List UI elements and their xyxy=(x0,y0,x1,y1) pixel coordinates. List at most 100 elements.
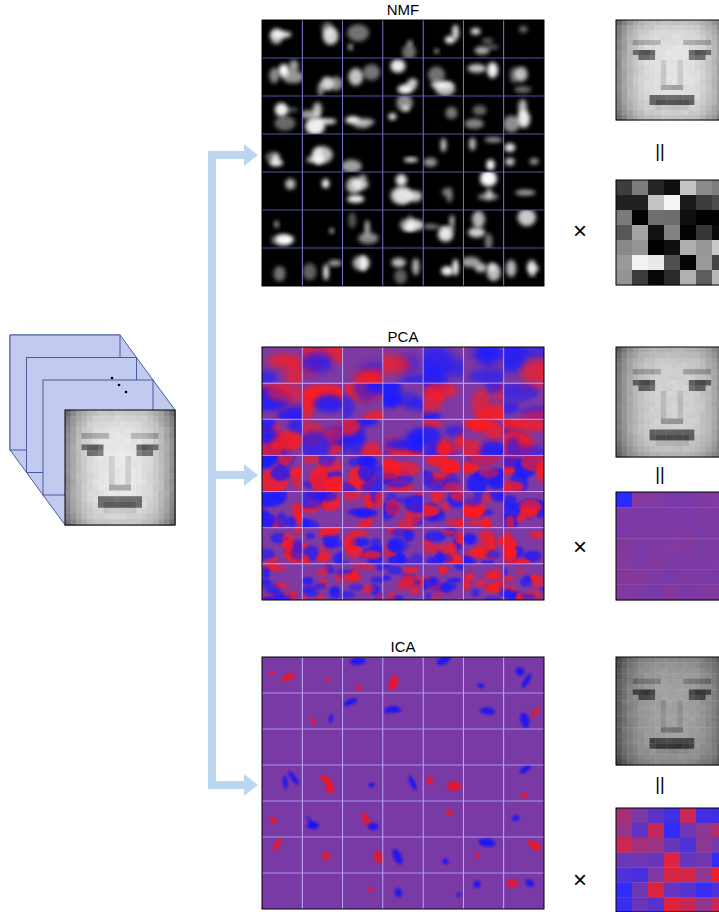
basis-blob xyxy=(489,568,502,578)
face-pixel xyxy=(666,25,672,30)
cell-ground xyxy=(302,172,342,210)
basis-blob xyxy=(504,481,524,492)
face-pixel xyxy=(700,353,706,359)
face-pixel xyxy=(65,479,71,485)
face-pixel xyxy=(700,358,706,364)
basis-blob xyxy=(529,531,544,539)
face-pixel xyxy=(661,386,667,392)
face-pixel xyxy=(104,450,110,456)
face-pixel xyxy=(622,386,628,392)
face-pixel xyxy=(93,422,99,428)
basis-blob xyxy=(318,455,336,466)
face-pixel xyxy=(98,416,104,422)
basis-cell xyxy=(302,801,342,837)
face-pixel xyxy=(153,422,159,428)
cell-ground xyxy=(262,134,302,172)
face-pixel xyxy=(672,65,678,70)
face-pixel xyxy=(65,439,71,445)
face-pixel xyxy=(638,105,644,110)
face-pixel xyxy=(694,65,700,70)
basis-cell xyxy=(262,383,302,419)
grid-line xyxy=(342,347,343,600)
basis-blob xyxy=(274,116,295,131)
basis-blob xyxy=(519,712,531,729)
face-pixel xyxy=(650,353,656,359)
ellipsis-dot xyxy=(111,377,114,380)
face-pixel xyxy=(689,364,695,370)
basis-blob xyxy=(324,678,330,683)
face-pixel xyxy=(109,502,115,508)
face-pixel xyxy=(655,40,661,45)
face-pixel xyxy=(689,397,695,403)
ellipsis-dot xyxy=(118,384,121,387)
face-pixel xyxy=(137,445,143,451)
face-pixel xyxy=(683,70,689,75)
basis-blob xyxy=(352,179,368,190)
face-pixel xyxy=(633,55,639,60)
basis-blob xyxy=(376,593,382,599)
face-pixel xyxy=(137,514,143,520)
face-pixel xyxy=(131,508,137,514)
face-pixel xyxy=(711,30,717,35)
face-pixel xyxy=(706,80,712,85)
face-pixel xyxy=(115,514,121,520)
face-pixel xyxy=(616,95,622,100)
basis-cell xyxy=(262,20,302,58)
face-pixel xyxy=(148,416,154,422)
face-pixel xyxy=(115,433,121,439)
face-pixel xyxy=(622,55,628,60)
face-pixel xyxy=(76,462,82,468)
basis-blob xyxy=(322,852,330,860)
face-pixel xyxy=(82,479,88,485)
basis-blob xyxy=(388,555,406,564)
face-pixel xyxy=(689,358,695,364)
grid-line xyxy=(463,657,464,909)
basis-blob xyxy=(302,455,320,464)
basis-blob xyxy=(383,355,411,374)
cell-ground xyxy=(343,248,383,286)
face-pixel xyxy=(678,75,684,80)
grid-line xyxy=(262,801,544,802)
face-pixel xyxy=(633,110,639,115)
basis-cell xyxy=(262,492,302,528)
basis-blob xyxy=(472,347,503,361)
face-pixel xyxy=(622,50,628,55)
basis-blob xyxy=(506,260,516,277)
face-pixel xyxy=(616,105,622,110)
basis-cell xyxy=(302,693,342,729)
face-pixel xyxy=(87,445,93,451)
basis-cell xyxy=(302,20,342,58)
face-pixel xyxy=(159,468,165,474)
face-pixel xyxy=(120,502,126,508)
face-pixel xyxy=(638,358,644,364)
basis-blob xyxy=(271,465,291,481)
face-pixel xyxy=(76,485,82,491)
face-pixel xyxy=(711,397,717,403)
face-pixel xyxy=(93,479,99,485)
face-pixel xyxy=(104,514,110,520)
grid-line xyxy=(262,383,544,384)
face-pixel xyxy=(65,462,71,468)
face-pixel xyxy=(87,508,93,514)
face-pixel xyxy=(711,358,717,364)
arrow-shaft xyxy=(208,151,216,789)
face-pixel xyxy=(148,514,154,520)
face-pixel xyxy=(622,25,628,30)
face-pixel xyxy=(115,491,121,497)
grid-line xyxy=(503,20,504,286)
face-pixel xyxy=(616,397,622,403)
basis-blob xyxy=(479,530,494,544)
basis-cell xyxy=(383,528,423,564)
face-pixel xyxy=(65,422,71,428)
basis-cell xyxy=(423,134,463,172)
split-arrow xyxy=(208,144,258,796)
face-pixel xyxy=(650,402,656,408)
grid-line xyxy=(302,347,303,600)
basis-cell xyxy=(504,837,544,873)
face-pixel xyxy=(153,439,159,445)
face-pixel xyxy=(678,402,684,408)
face-pixel xyxy=(120,410,126,416)
face-pixel xyxy=(93,450,99,456)
basis-blob xyxy=(505,515,515,528)
basis-blob xyxy=(468,228,485,238)
